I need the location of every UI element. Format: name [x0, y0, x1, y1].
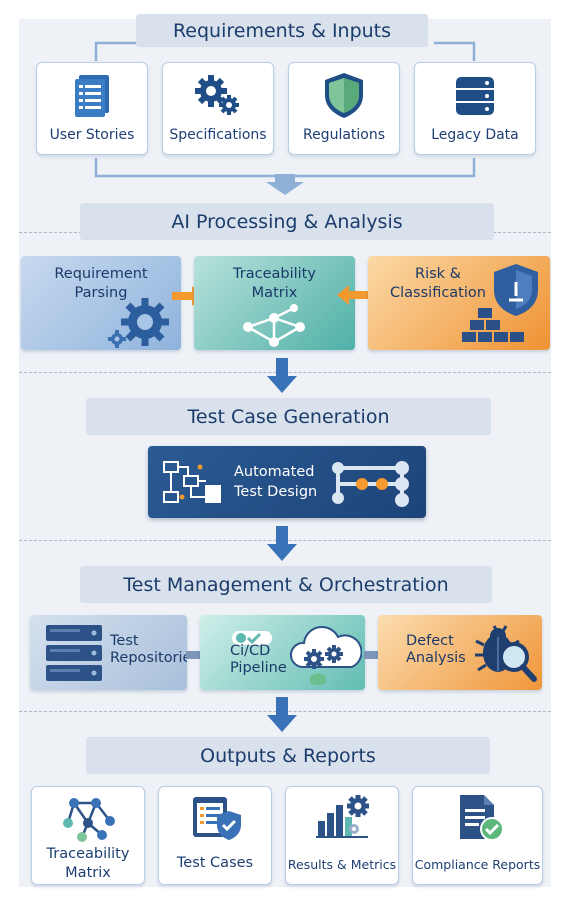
- repositories-label: TestRepositories: [110, 633, 187, 666]
- output-label: Test Cases: [176, 855, 254, 871]
- network-icon: [58, 793, 118, 843]
- output-card-test-cases: Test Cases: [158, 786, 272, 885]
- input-card-legacy-data: Legacy Data: [414, 62, 536, 155]
- cloud-gears-icon: [290, 626, 362, 685]
- gear-icon: [108, 298, 169, 348]
- flowchart-icon: [163, 461, 221, 503]
- network-icon: [243, 304, 305, 347]
- bar-chart-gear-icon: [312, 793, 372, 843]
- arrow-down-icon: [267, 358, 297, 393]
- input-label: Specifications: [169, 127, 267, 143]
- arrow-down-icon: [267, 697, 297, 732]
- arrow-down-icon: [267, 526, 297, 561]
- card-test-repositories: TestRepositories: [30, 615, 187, 690]
- node-flow-icon: [332, 461, 409, 507]
- output-card-compliance-reports: Compliance Reports: [412, 786, 543, 885]
- gears-icon: [191, 71, 245, 119]
- database-icon: [448, 71, 502, 119]
- input-label: User Stories: [49, 127, 135, 143]
- input-card-regulations: Regulations: [288, 62, 400, 155]
- input-card-specifications: Specifications: [162, 62, 274, 155]
- section-header-test-management: Test Management & Orchestration: [80, 566, 492, 603]
- report-check-icon: [448, 793, 508, 843]
- output-label: Results & Metrics: [287, 857, 397, 872]
- toggle-check-icon: [232, 631, 272, 645]
- document-list-icon: [65, 71, 119, 119]
- bug-magnifier-icon: [475, 625, 537, 682]
- process-card-risk-classification: Risk &Classification: [368, 256, 550, 350]
- shield-icon: [317, 71, 371, 119]
- section-header-ai-processing: AI Processing & Analysis: [80, 203, 494, 240]
- input-bracket-lines: [94, 41, 476, 61]
- section-header-requirements: Requirements & Inputs: [136, 14, 428, 47]
- output-card-results-metrics: Results & Metrics: [285, 786, 399, 885]
- shield-blocks-icon: [462, 264, 538, 342]
- section-header-outputs: Outputs & Reports: [86, 737, 490, 774]
- output-label: Compliance Reports: [414, 857, 541, 872]
- input-label: Regulations: [302, 127, 386, 143]
- checklist-shield-icon: [185, 793, 245, 843]
- inputs-merge-arrow: [94, 158, 476, 195]
- input-label: Legacy Data: [431, 127, 519, 143]
- section-header-test-case-generation: Test Case Generation: [86, 398, 491, 435]
- server-stack-icon: [46, 625, 102, 681]
- input-card-user-stories: User Stories: [36, 62, 148, 155]
- process-label: Risk &Classification: [390, 266, 486, 301]
